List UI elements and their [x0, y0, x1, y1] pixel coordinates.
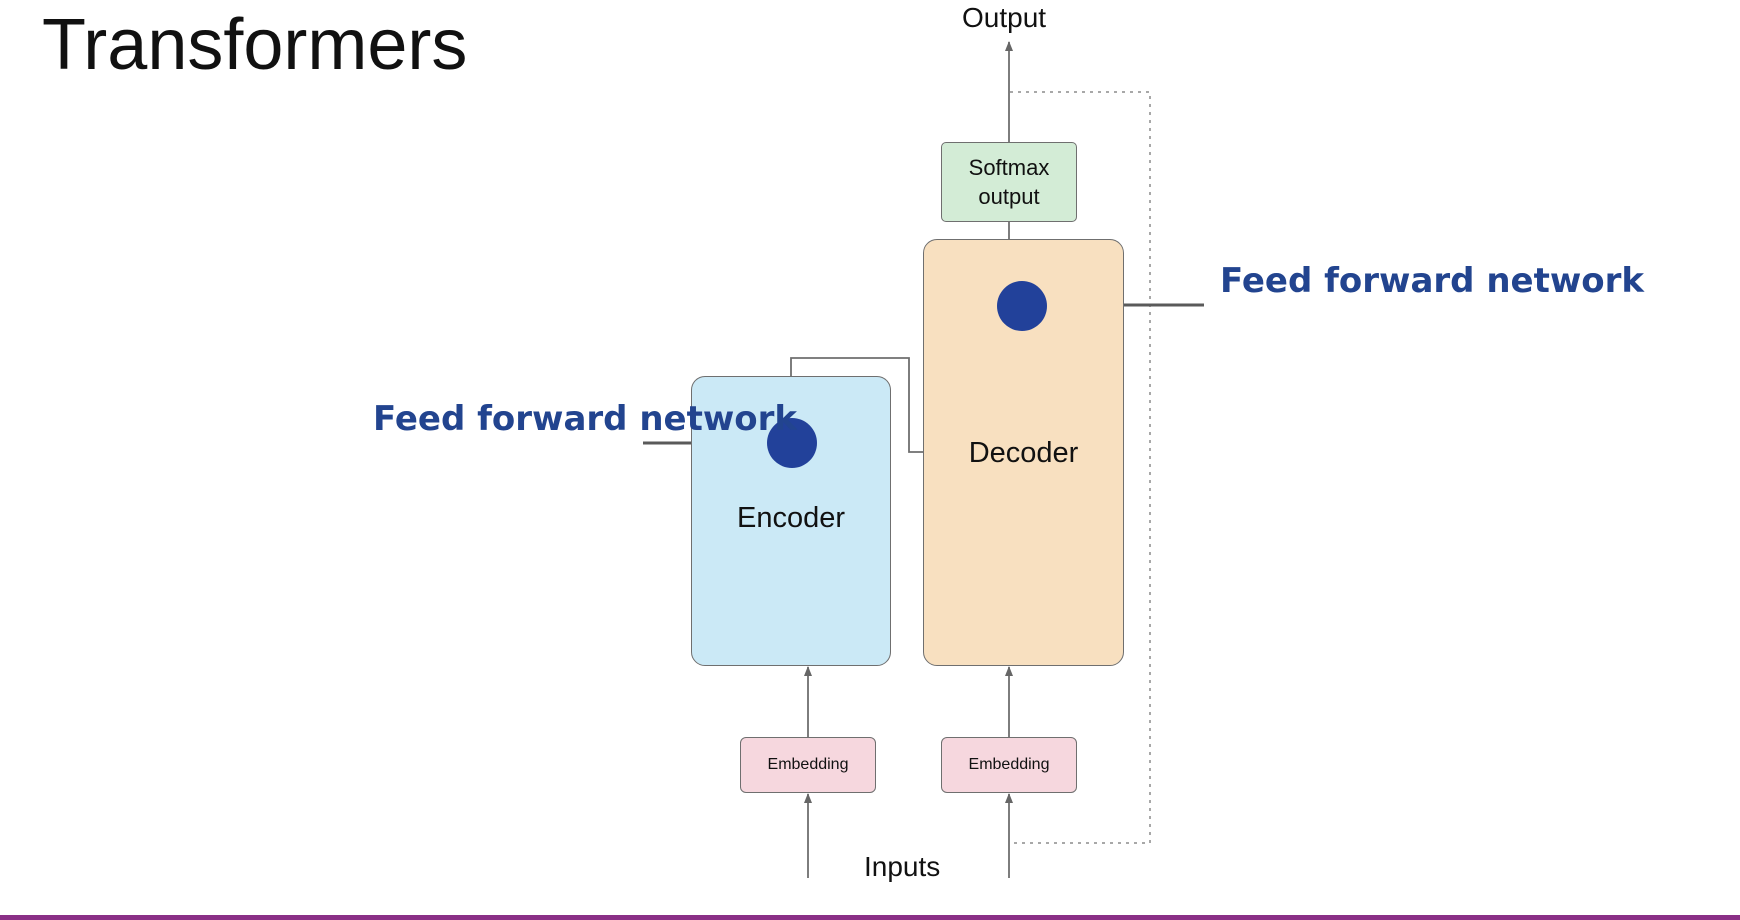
feedback-loop-dotted — [1010, 91, 1151, 844]
encoder-block: Encoder — [691, 376, 891, 666]
output-label: Output — [962, 2, 1047, 33]
softmax-output-label: Softmax output — [968, 155, 1050, 209]
softmax-output-box: Softmax output — [941, 142, 1077, 222]
encoder-to-decoder-connector — [790, 357, 923, 453]
decoder-label: Decoder — [968, 437, 1079, 469]
decoder-ffn-dot — [997, 281, 1047, 331]
ffn-encoder-annotation: Feed forward network — [373, 399, 798, 439]
ffn-decoder-annotation: Feed forward network — [1220, 261, 1645, 301]
slide-bottom-bar — [0, 915, 1740, 920]
encoder-label: Encoder — [736, 502, 845, 534]
encoder-ffn-dot — [767, 418, 817, 468]
decoder-embedding-box: Embedding — [941, 737, 1077, 793]
decoder-embedding-label: Embedding — [968, 756, 1050, 773]
slide-title: Transformers — [42, 5, 468, 85]
inputs-label: Inputs — [864, 851, 941, 882]
encoder-embedding-box: Embedding — [740, 737, 876, 793]
encoder-embedding-label: Embedding — [767, 756, 849, 773]
